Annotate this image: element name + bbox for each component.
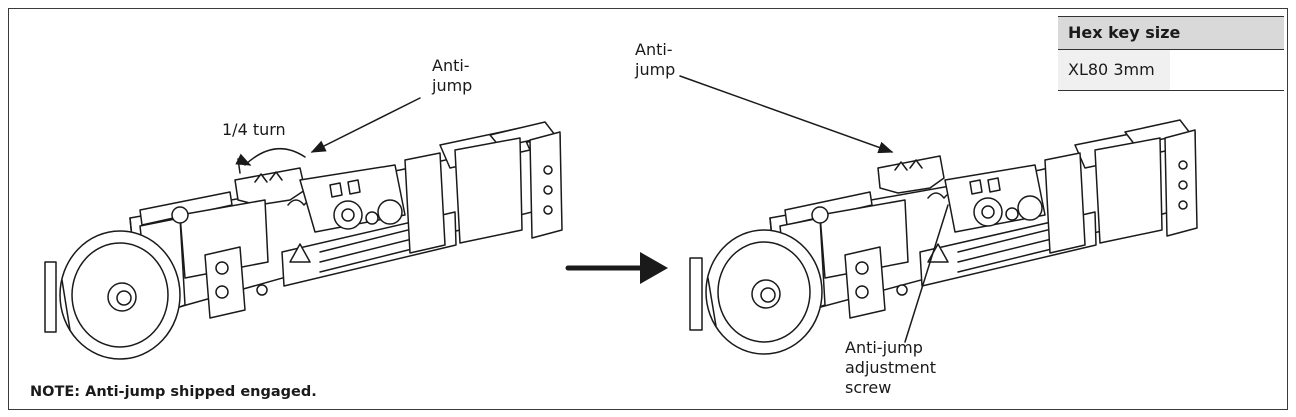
hex-key-size-value: XL80 3mm <box>1058 50 1170 90</box>
right-anti-jump-label: Anti- jump <box>635 40 676 79</box>
adjustment-screw-label: Anti-jump adjustment screw <box>845 338 936 397</box>
left-trolley-drawing <box>44 121 563 360</box>
hex-key-table-header: Hex key size <box>1058 16 1284 50</box>
right-trolley-drawing <box>689 119 1198 355</box>
hex-key-table: Hex key size XL80 3mm <box>1058 16 1284 91</box>
diagram-frame <box>8 8 1288 410</box>
quarter-turn-label: 1/4 turn <box>222 120 286 139</box>
adjustment-screw-leader <box>904 204 949 343</box>
transition-arrow <box>565 252 668 284</box>
hex-key-table-row: XL80 3mm <box>1058 50 1284 91</box>
left-anti-jump-leader <box>310 97 421 153</box>
shipping-note: NOTE: Anti-jump shipped engaged. <box>30 384 317 400</box>
left-anti-jump-label: Anti- jump <box>432 56 473 95</box>
right-anti-jump-leader <box>679 75 894 154</box>
